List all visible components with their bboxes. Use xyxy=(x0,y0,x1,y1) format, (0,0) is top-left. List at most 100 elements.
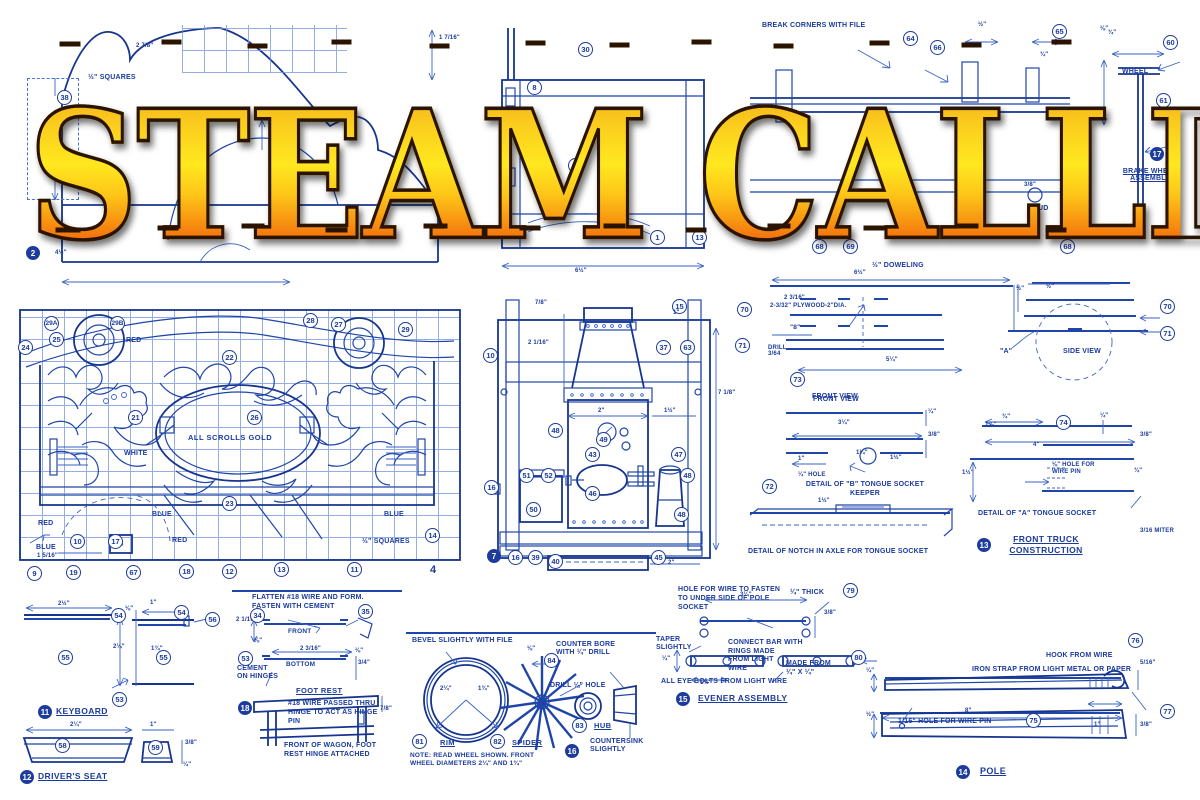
dim-boiler-top: 1" xyxy=(673,310,680,316)
callout-25: 25 xyxy=(49,332,64,347)
dim-socket-len: 3¼" xyxy=(838,420,850,426)
note-taper-slightly: TAPER SLIGHTLY xyxy=(656,636,692,652)
dim-kb-eighth: ⅛" xyxy=(125,606,134,612)
note-bevel: BEVEL SLIGHTLY WITH FILE xyxy=(412,637,513,644)
callout-74: 74 xyxy=(1056,415,1071,430)
dim-panel-small: 1 5/16" xyxy=(37,553,58,559)
callout-42: 45 xyxy=(651,550,666,565)
callout-68: 68 xyxy=(812,239,827,254)
callout-64: 64 xyxy=(903,31,918,46)
dim-a-38: 3/8" xyxy=(1140,432,1152,438)
label-spider: SPIDER xyxy=(512,738,543,747)
callout-24: 24 xyxy=(18,340,33,355)
callout-75: 75 xyxy=(1026,713,1041,728)
dim-boiler-total: 7 1/8" xyxy=(718,390,736,396)
dim-evener-q: ¼" xyxy=(662,656,671,662)
callout-29a: 29A xyxy=(44,316,59,331)
callout-4-center: 4 xyxy=(568,158,583,173)
callout-70-side: 70 xyxy=(1160,299,1175,314)
dim-pole-one: 1" xyxy=(1094,722,1101,728)
callout-39: 39 xyxy=(528,550,543,565)
callout-50: 50 xyxy=(526,502,541,517)
callout-22: 22 xyxy=(222,350,237,365)
callout-9: 14 xyxy=(425,528,440,543)
callout-38: 38 xyxy=(57,90,72,105)
detail-b-tongue-socket-keeper: DETAIL OF "B" TONGUE SOCKET KEEPER xyxy=(805,481,925,497)
dim-fr-2: ⅛" xyxy=(254,638,263,644)
callout-69: 69 xyxy=(843,239,858,254)
dim-a-34: ¾" xyxy=(1002,414,1011,420)
label-hub: HUB xyxy=(594,721,612,730)
callout-60: 60 xyxy=(1163,35,1178,50)
note-quarter-hole: ¼" HOLE xyxy=(798,472,826,478)
callout-61: 61 xyxy=(1156,93,1171,108)
note-hinge-pin: #18 WIRE PASSED THRU HINGE TO ACT AS HIN… xyxy=(288,700,378,725)
callout-79: 79 xyxy=(843,583,858,598)
note-drill: DRILL 3/64 xyxy=(768,345,787,358)
note-made-from: MADE FROM ¼" x ¼" xyxy=(786,660,831,676)
callout-15-evener: 15 xyxy=(676,692,690,706)
callout-46: 48 xyxy=(674,507,689,522)
dim-stack-height: 2 1/16" xyxy=(528,340,549,346)
dim-side-left: ½" xyxy=(1016,286,1025,292)
dim-seat-w2: 1" xyxy=(150,722,157,728)
callout-72: 72 xyxy=(762,479,777,494)
note-doweling: ½" DOWELING xyxy=(872,262,924,269)
dim-pole-len: 8" xyxy=(965,708,972,714)
title-foot-rest: FOOT REST xyxy=(296,686,343,695)
note-connect-bar: CONNECT BAR WITH RINGS MADE FROM LIGHT W… xyxy=(728,639,803,672)
dim-socket-q2: ¼" xyxy=(928,409,937,415)
callout-54: 54 xyxy=(111,608,126,623)
note-hole-wire-pin: 1/16" HOLE FOR WIRE PIN xyxy=(898,718,992,725)
dim-boiler-right: 1½" xyxy=(664,408,676,414)
dim-kb-h2: 1¾" xyxy=(151,646,163,652)
callout-10-boiler: 10 xyxy=(483,348,498,363)
color-red-top: RED xyxy=(126,337,142,344)
note-hole-for-wire: HOLE FOR WIRE TO FASTEN TO UNDER SIDE OF… xyxy=(678,586,781,611)
callout-58: 58 xyxy=(55,738,70,753)
title-pole: POLE xyxy=(980,766,1007,776)
dim-socket-quarter: 1¼" xyxy=(856,450,868,456)
callout-34: 34 xyxy=(250,608,265,623)
callout-67: 67 xyxy=(126,565,141,580)
dim-axle-length: 6½" xyxy=(854,270,866,276)
title-drivers-seat: DRIVER'S SEAT xyxy=(38,771,108,781)
callout-63: 63 xyxy=(680,340,695,355)
label-rim: RIM xyxy=(440,738,455,747)
callout-83: 83 xyxy=(572,718,587,733)
note-miter: 3/16 MITER xyxy=(1140,528,1175,534)
section-rear-axle: REAR AXLE xyxy=(932,224,985,234)
detail-a-tongue-socket: DETAIL OF "A" TONGUE SOCKET xyxy=(978,510,1097,517)
dim-pole-q: ¼" xyxy=(866,668,875,674)
color-blue-right: BLUE xyxy=(384,511,404,518)
callout-16-boiler: 16 xyxy=(508,550,523,565)
callout-48: 48 xyxy=(548,423,563,438)
dim-socket-one: 1" xyxy=(798,456,805,462)
dim-a-15: 1½" xyxy=(962,470,974,476)
callout-14-pole: 14 xyxy=(956,765,970,779)
callout-45: 47 xyxy=(671,447,686,462)
title-keyboard: KEYBOARD xyxy=(56,706,108,716)
label-a-side: "A" xyxy=(1000,348,1013,355)
dim-axle-bottom: 5¼" xyxy=(886,357,898,363)
dim-fr-5: 3/4" xyxy=(358,660,370,666)
callout-19: 19 xyxy=(66,565,81,580)
dim-arch: 2 7/8" xyxy=(136,43,154,49)
callout-23: 23 xyxy=(222,496,237,511)
callout-28: 28 xyxy=(303,313,318,328)
dim-stack-top: 7/8" xyxy=(535,300,547,306)
dim-a-q: ¼" xyxy=(1100,413,1109,419)
note-flatten-wire: FLATTEN #18 WIRE AND FORM. FASTEN WITH C… xyxy=(252,594,364,610)
callout-13-truck: 13 xyxy=(977,538,991,552)
dim-spider: ⅛" xyxy=(527,646,536,652)
note-wheel-diameters: NOTE: READ WHEEL SHOWN. FRONT WHEEL DIAM… xyxy=(410,752,535,768)
dim-kb-height: 2¼" xyxy=(113,644,125,650)
callout-29b: 29B xyxy=(110,316,125,331)
label-bottom-footrest: BOTTOM xyxy=(286,661,316,668)
callout-82: 82 xyxy=(490,734,505,749)
dim-evener-1: 3¼" xyxy=(740,592,752,598)
callout-65: 65 xyxy=(1052,24,1067,39)
dim-seat-h: 3/8" xyxy=(185,740,197,746)
dim-a-34b: ¾" xyxy=(1134,468,1143,474)
